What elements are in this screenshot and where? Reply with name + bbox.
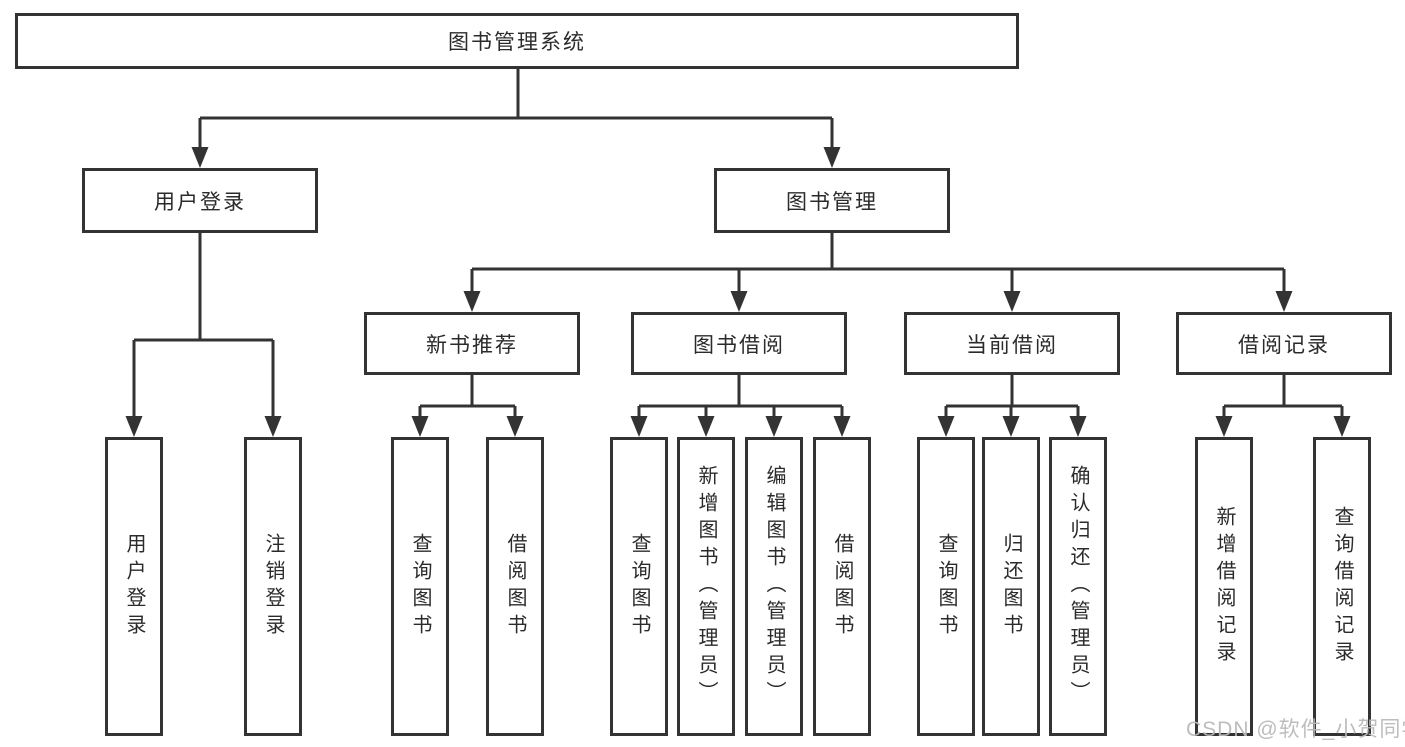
leaf-borrow-books-label: 借阅图书 [831, 532, 853, 641]
leaf-add-borrow-record-label: 新增借阅记录 [1213, 505, 1235, 668]
node-root: 图书管理系统 [15, 13, 1019, 69]
leaf-edit-books-admin: 编辑图书（管理员） [745, 437, 803, 736]
leaf-return-books: 归还图书 [982, 437, 1040, 736]
leaf-borrow-books-recommend-label: 借阅图书 [504, 532, 526, 641]
leaf-logout: 注销登录 [244, 437, 302, 736]
leaf-add-books-admin-label: 新增图书（管理员） [695, 465, 717, 708]
leaf-query-books-current-label: 查询图书 [935, 532, 957, 641]
watermark: CSDN @软件_小贺同学 [1186, 718, 1405, 741]
node-current-borrow-label: 当前借阅 [966, 333, 1058, 357]
leaf-user-login: 用户登录 [105, 437, 163, 736]
node-user-login: 用户登录 [82, 168, 318, 233]
node-new-book-recommend-label: 新书推荐 [426, 333, 518, 357]
node-book-management-label: 图书管理 [786, 190, 878, 214]
node-book-borrow: 图书借阅 [631, 312, 847, 375]
leaf-query-borrow-record: 查询借阅记录 [1313, 437, 1371, 736]
node-user-login-label: 用户登录 [154, 190, 246, 214]
node-borrow-records-label: 借阅记录 [1238, 333, 1330, 357]
leaf-return-books-label: 归还图书 [1000, 532, 1022, 641]
node-root-label: 图书管理系统 [448, 31, 586, 54]
node-borrow-records: 借阅记录 [1176, 312, 1392, 375]
leaf-confirm-return-admin: 确认归还（管理员） [1049, 437, 1107, 736]
leaf-confirm-return-admin-label: 确认归还（管理员） [1067, 465, 1089, 708]
leaf-edit-books-admin-label: 编辑图书（管理员） [763, 465, 785, 708]
leaf-user-login-label: 用户登录 [123, 532, 145, 641]
leaf-borrow-books: 借阅图书 [813, 437, 871, 736]
leaf-add-books-admin: 新增图书（管理员） [677, 437, 735, 736]
leaf-query-books-recommend: 查询图书 [391, 437, 449, 736]
leaf-query-books-borrow-label: 查询图书 [628, 532, 650, 641]
node-book-borrow-label: 图书借阅 [693, 333, 785, 357]
leaf-add-borrow-record: 新增借阅记录 [1195, 437, 1253, 736]
node-book-management: 图书管理 [714, 168, 950, 233]
leaf-query-books-recommend-label: 查询图书 [409, 532, 431, 641]
node-current-borrow: 当前借阅 [904, 312, 1120, 375]
leaf-query-books-current: 查询图书 [917, 437, 975, 736]
node-new-book-recommend: 新书推荐 [364, 312, 580, 375]
leaf-query-borrow-record-label: 查询借阅记录 [1331, 505, 1353, 668]
leaf-logout-label: 注销登录 [262, 532, 284, 641]
leaf-borrow-books-recommend: 借阅图书 [486, 437, 544, 736]
leaf-query-books-borrow: 查询图书 [610, 437, 668, 736]
